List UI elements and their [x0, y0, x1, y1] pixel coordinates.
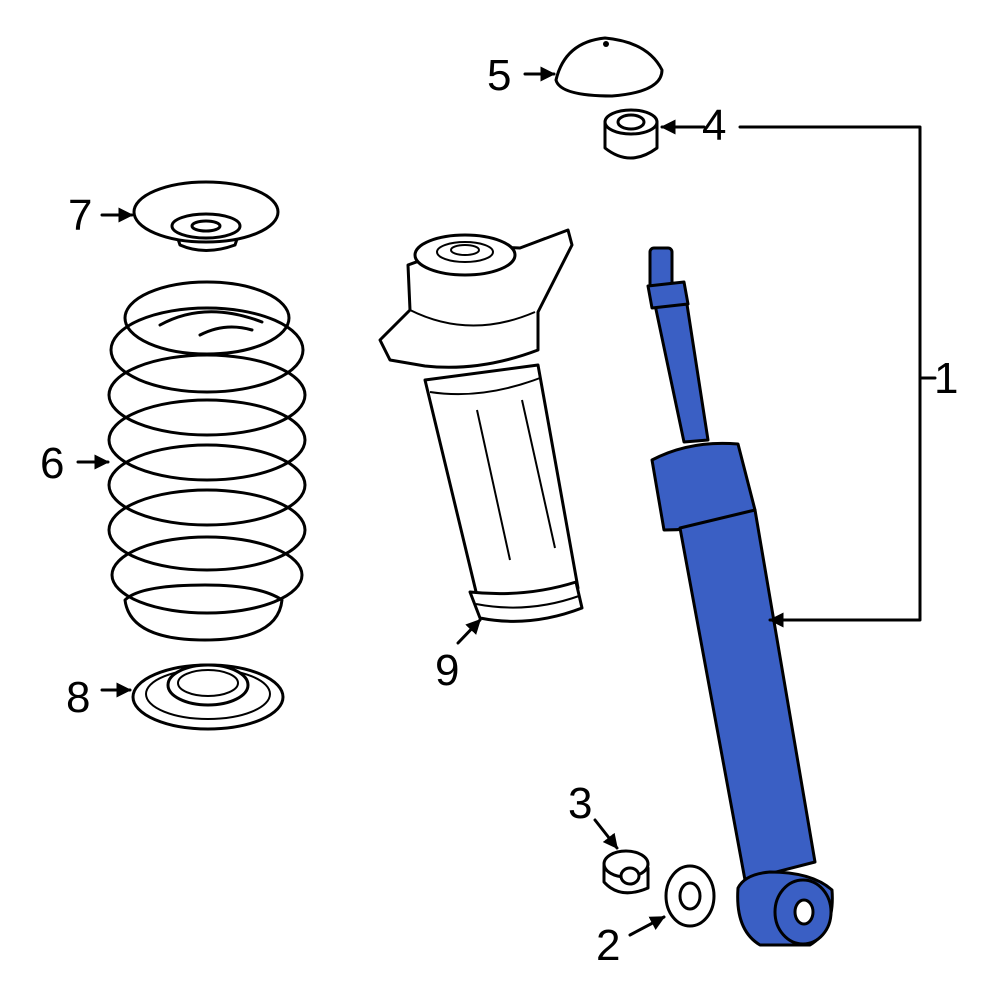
dust-cap-part-5[interactable] — [554, 36, 664, 98]
callout-1: 1 — [934, 354, 958, 403]
callout-8: 8 — [66, 673, 90, 722]
shock-absorber-part-1[interactable] — [646, 246, 834, 947]
lower-seat-part-8[interactable] — [131, 663, 285, 731]
callout-3: 3 — [568, 779, 592, 828]
callout-4: 4 — [702, 101, 726, 150]
callout-7: 7 — [68, 191, 92, 240]
callout-numbers: 5 4 7 6 8 9 3 2 1 — [40, 51, 958, 970]
callout-2: 2 — [596, 921, 620, 970]
callout-6: 6 — [40, 439, 64, 488]
nut-part-4[interactable] — [603, 108, 659, 160]
upper-seat-part-7[interactable] — [132, 180, 280, 252]
washer-part-2[interactable] — [664, 864, 716, 928]
leader-lines — [76, 66, 937, 937]
coil-spring-part-6[interactable] — [107, 280, 307, 642]
callout-5: 5 — [487, 51, 511, 100]
callout-9: 9 — [435, 646, 459, 695]
bump-stop-part-9[interactable] — [378, 228, 584, 623]
nut-part-3[interactable] — [602, 849, 650, 895]
